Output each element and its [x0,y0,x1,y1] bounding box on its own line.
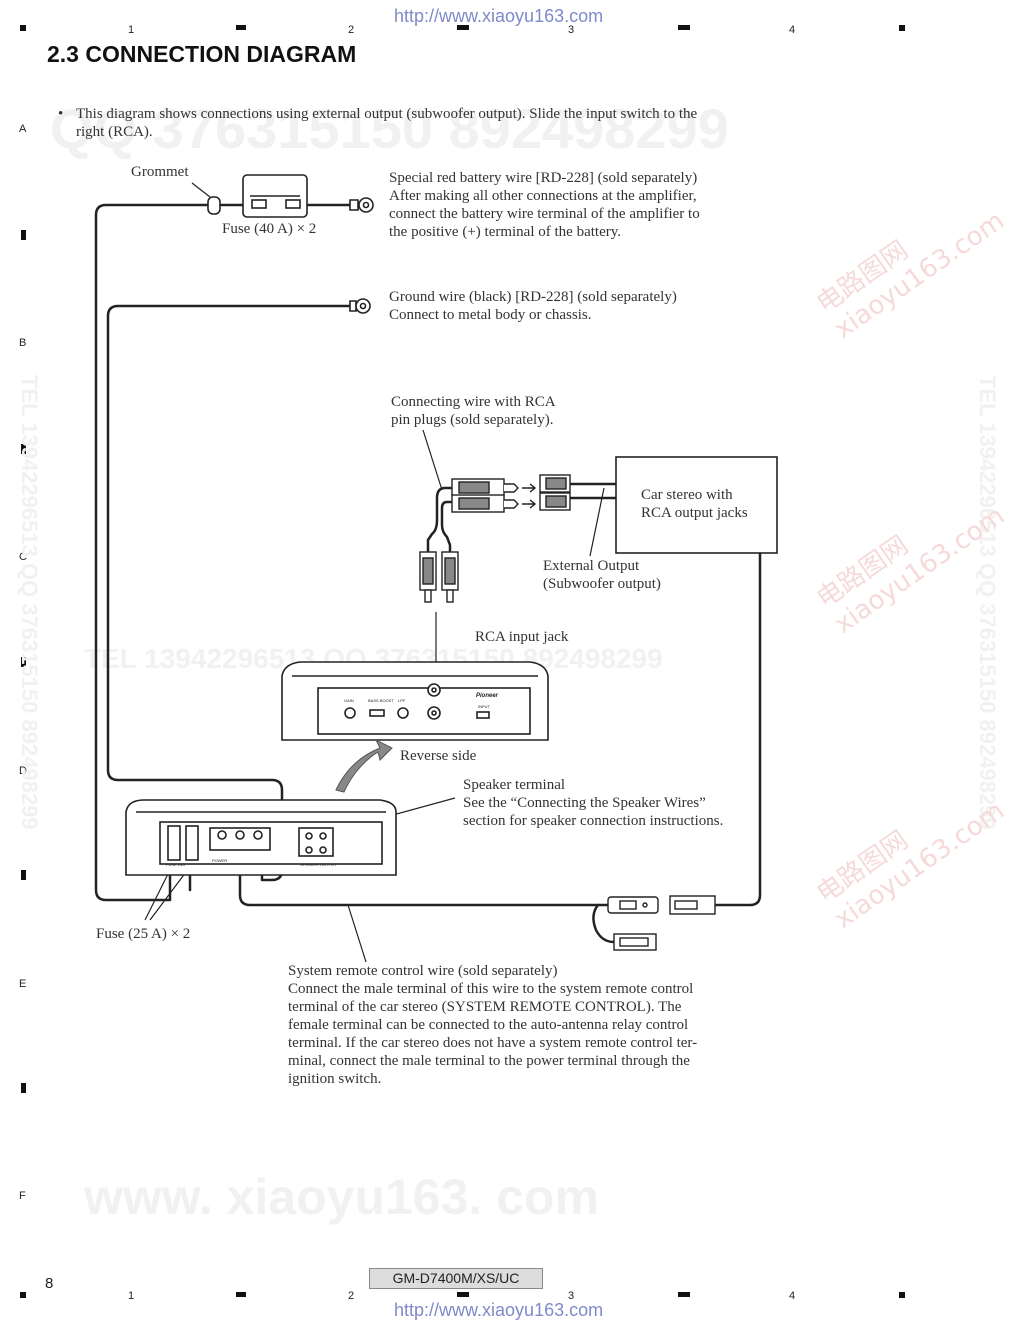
column-number: 4 [789,1290,796,1302]
label-line: ignition switch. [288,1071,382,1087]
amplifier-reverse-side [281,661,549,741]
label-line: Connect to metal body or chassis. [389,307,592,323]
corner-mark [899,1292,905,1298]
watermark-qq: QQ 376315150 892498299 [50,97,729,160]
label-reverse-side: Reverse side [400,748,477,764]
label-line: the positive (+) terminal of the battery… [389,224,621,240]
amplifier-panel-text: GAIN BASS BOOST LPF INPUT Pioneer [344,693,499,709]
frame-mark [457,1292,469,1297]
frame-mark [236,25,246,30]
label-line: RCA output jacks [641,505,748,521]
label-line: Connect the male terminal of this wire t… [288,981,694,997]
label-car-stereo: Car stereo with RCA output jacks [641,486,748,522]
rca-plugs-vertical [419,551,459,603]
label-line: terminal. If the car stereo does not hav… [288,1035,698,1051]
stereo-remote-wire [713,551,762,907]
header-url: http://www.xiaoyu163.com [394,6,604,26]
svg-text:FUSE 25A: FUSE 25A [166,862,185,867]
label-line: Special red battery wire [RD-228] (sold … [389,170,698,186]
footer-url: http://www.xiaoyu163.com [394,1300,604,1320]
row-mark [21,870,26,880]
column-number: 1 [128,1290,135,1302]
section-title: 2.3 CONNECTION DIAGRAM [47,41,357,67]
label-line: minal, connect the male terminal to the … [288,1053,690,1069]
column-number: 3 [568,24,575,36]
label-line: female terminal can be connected to the … [288,1017,689,1033]
row-mark [21,444,26,454]
label-fuse-40a: Fuse (40 A) × 2 [222,221,317,237]
label-line: System remote control wire (sold separat… [288,963,558,979]
row-letter: E [19,978,27,990]
label-ground: Ground wire (black) [RD-228] (sold separ… [389,288,677,324]
column-number: 1 [128,24,135,36]
remote-terminals [607,895,716,951]
corner-mark [20,25,26,31]
watermark-url: www. xiaoyu163. com [84,1169,600,1225]
label-line: Ground wire (black) [RD-228] (sold separ… [389,289,677,305]
corner-mark [20,1292,26,1298]
row-letter: F [19,1190,26,1202]
row-mark [21,230,26,240]
label-external-output: External Output (Subwoofer output) [543,557,661,593]
intro-text-line: right (RCA). [76,124,153,140]
remote-wire [238,846,610,907]
column-number: 2 [348,24,355,36]
label-line: Connecting wire with RCA [391,394,556,410]
label-fuse-25a: Fuse (25 A) × 2 [96,926,191,942]
intro-text-line: This diagram shows connections using ext… [76,106,698,122]
svg-text:GAIN: GAIN [344,698,354,703]
corner-mark [899,25,905,31]
frame-mark [236,1292,246,1297]
label-battery: Special red battery wire [RD-228] (sold … [389,169,700,241]
label-rca-wire: Connecting wire with RCA pin plugs (sold… [391,393,556,429]
label-line: See the “Connecting the Speaker Wires” [463,795,706,811]
svg-text:POWER: POWER [212,858,227,863]
fuse-holder-40a [242,174,308,218]
column-number: 3 [568,1290,575,1302]
svg-text:SPEAKER OUTPUT: SPEAKER OUTPUT [300,862,337,867]
label-line: Speaker terminal [463,777,566,793]
page-number: 8 [45,1275,54,1292]
column-number: 2 [348,1290,355,1302]
battery-wire [94,203,212,902]
reverse-arrow [335,738,393,793]
car-stereo-box [615,456,778,554]
label-line: connect the battery wire terminal of the… [389,206,700,222]
label-line: (Subwoofer output) [543,576,661,592]
grommet [207,196,221,215]
rca-plugs-horizontal [451,474,571,513]
label-grommet: Grommet [131,164,189,180]
row-letter: C [19,551,27,563]
svg-text:INPUT: INPUT [478,704,491,709]
frame-mark [457,25,469,30]
ground-wire [106,304,352,882]
amplifier-front-text: POWER SPEAKER OUTPUT FUSE 25A [166,858,337,867]
column-number: 4 [789,24,796,36]
svg-text:LPF: LPF [398,698,406,703]
label-speaker-terminal: Speaker terminal See the “Connecting the… [463,776,723,830]
row-letter: D [19,765,27,777]
frame-mark [678,25,690,30]
label-line: section for speaker connection instructi… [463,813,724,829]
row-letter: B [19,337,27,349]
row-mark [21,657,26,667]
row-mark [21,1083,26,1093]
model-box: GM-D7400M/XS/UC [369,1268,543,1289]
label-line: External Output [543,558,640,574]
amplifier-front [125,799,397,876]
svg-text:BASS BOOST: BASS BOOST [368,698,394,703]
label-remote-wire: System remote control wire (sold separat… [288,962,697,1088]
label-line: terminal of the car stereo (SYSTEM REMOT… [288,999,682,1015]
label-rca-input: RCA input jack [475,629,569,645]
svg-text:Pioneer: Pioneer [476,693,499,699]
bullet: • [58,106,64,122]
label-line: Car stereo with [641,487,733,503]
frame-mark [678,1292,690,1297]
row-letter: A [19,123,27,135]
label-line: pin plugs (sold separately). [391,412,554,428]
label-line: After making all other connections at th… [389,188,697,204]
